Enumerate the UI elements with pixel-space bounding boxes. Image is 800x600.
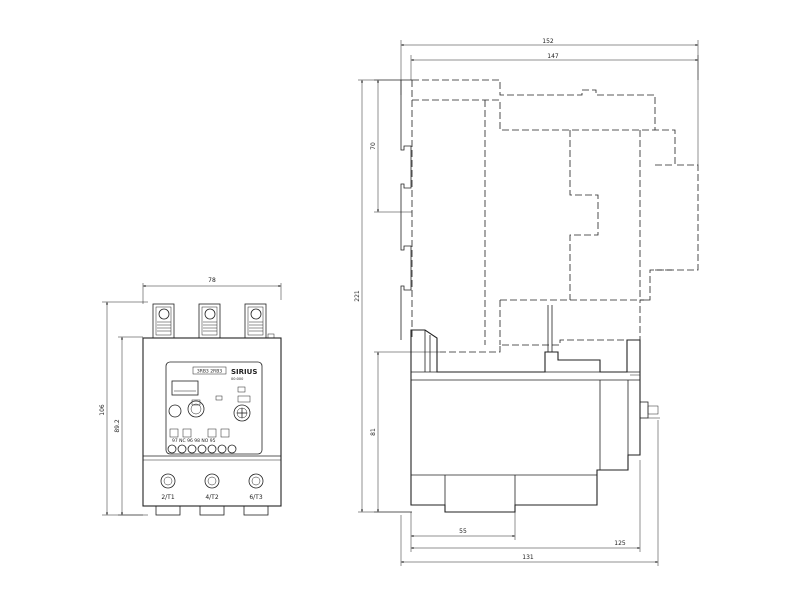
- top-terminal-1: [152, 303, 175, 339]
- bottom-terminal-1: 2/T1: [155, 473, 181, 516]
- dim-55-label: 55: [459, 528, 467, 535]
- side-view: 152 147 221 70 81: [354, 38, 699, 566]
- display-window: [171, 380, 199, 396]
- trip-indicator: [237, 395, 251, 403]
- dim-81: 81: [370, 351, 440, 513]
- dim-147: 147: [410, 53, 699, 80]
- front-housing: [142, 337, 282, 507]
- top-terminals: [152, 303, 267, 339]
- setting-dial[interactable]: [233, 404, 251, 422]
- contactor-outline: [411, 79, 699, 353]
- dim-height-body-label: 89.2: [114, 419, 121, 433]
- dim-height-total-label: 106: [99, 404, 106, 416]
- reset-button[interactable]: [168, 404, 182, 418]
- dim-70: 70: [370, 79, 412, 213]
- dim-70-label: 70: [370, 142, 377, 150]
- control-panel: 3RB3 2RB3 SIRIUS 00:000: [165, 361, 263, 455]
- dim-147-label: 147: [547, 53, 559, 60]
- dim-55: 55: [410, 512, 516, 540]
- top-terminal-2: [198, 303, 221, 339]
- dim-width-label: 78: [208, 277, 216, 284]
- bottom-terminal-2: 4/T2: [199, 473, 225, 516]
- dim-81-label: 81: [370, 428, 377, 436]
- bottom-terminals: 2/T1 4/T2 6/T3: [155, 473, 269, 516]
- side-screw: [639, 401, 649, 419]
- terminal-label-1: 2/T1: [161, 494, 175, 501]
- dim-height-89: 89.2: [114, 336, 143, 516]
- front-view: 78 106 89.2: [99, 277, 282, 516]
- dim-125-label: 125: [614, 540, 626, 547]
- dim-125: 125: [410, 460, 641, 552]
- dim-131-label: 131: [522, 554, 534, 561]
- dim-221-label: 221: [354, 290, 361, 302]
- dim-width-78: 78: [142, 277, 282, 304]
- sub-plate-label: 00:000: [231, 377, 243, 381]
- dim-131: 131: [400, 420, 659, 566]
- bottom-terminal-3: 6/T3: [243, 473, 269, 516]
- top-terminal-3: [244, 303, 267, 339]
- dim-152-label: 152: [542, 38, 554, 45]
- terminal-label-2: 4/T2: [205, 494, 219, 501]
- test-button[interactable]: [187, 400, 205, 418]
- model-plate-label: 3RB3 2RB3: [197, 369, 222, 375]
- overload-relay: [410, 305, 660, 513]
- aux-contacts: 97 NC 96 98 NO 95: [167, 428, 237, 454]
- indicator: [237, 386, 246, 393]
- din-clip-upper: [400, 80, 412, 340]
- brand-label: SIRIUS: [231, 368, 257, 376]
- aux-contact-labels: 97 NC 96 98 NO 95: [172, 438, 216, 444]
- terminal-label-3: 6/T3: [249, 494, 263, 501]
- dim-221: 221: [354, 79, 412, 513]
- model-plate: [192, 366, 227, 375]
- dim-height-106: 106: [99, 301, 148, 516]
